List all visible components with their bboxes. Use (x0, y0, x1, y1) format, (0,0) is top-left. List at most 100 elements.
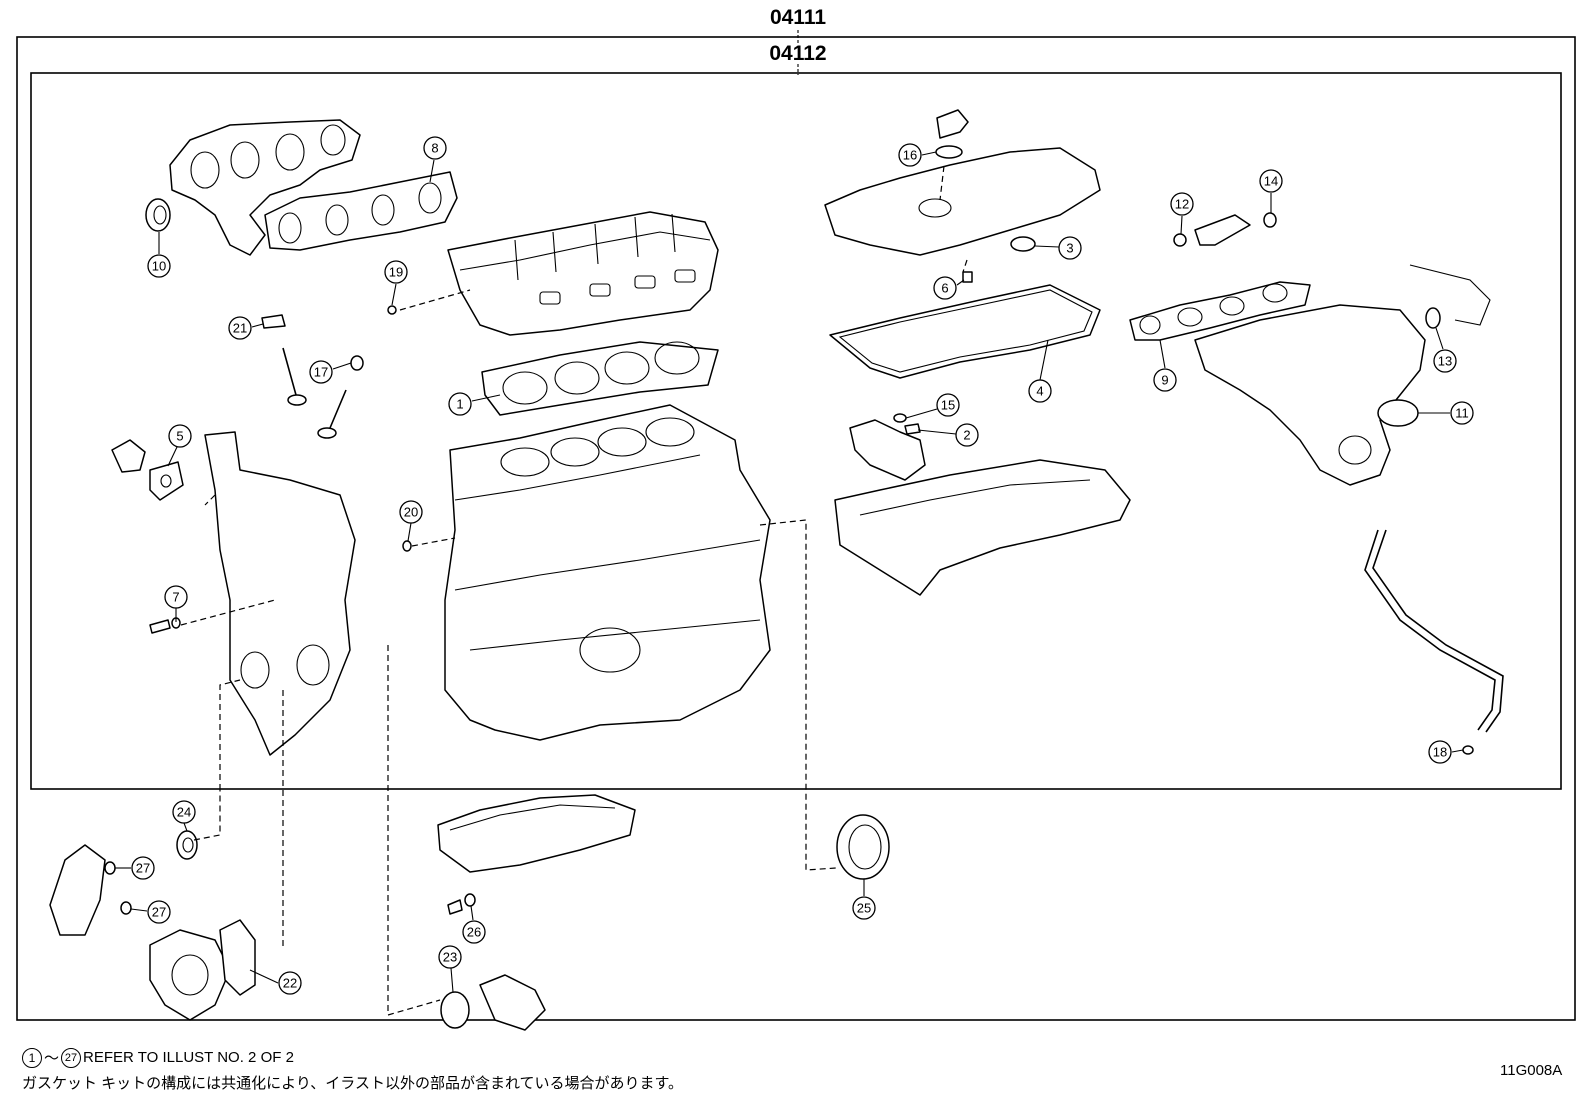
callout-20: 20 (399, 500, 423, 524)
illustration-code: 11G008A (1500, 1062, 1563, 1079)
exhaust-seal-ring (145, 198, 171, 232)
callout-11: 11 (1450, 401, 1474, 425)
gauge-oring-18 (1462, 745, 1474, 755)
svg-text:24: 24 (177, 805, 191, 820)
spark-plug-tube-gasket (1010, 236, 1036, 252)
range-separator: ～ (44, 1050, 60, 1067)
drain-plug-gasket (447, 893, 476, 915)
callout-22: 22 (278, 971, 302, 995)
callout-18: 18 (1428, 740, 1452, 764)
injector-oring-14 (1263, 212, 1277, 228)
oil-level-gauge-guide (1364, 529, 1504, 733)
callout-1: 1 (448, 392, 472, 416)
water-outlet (479, 974, 546, 1031)
svg-text:8: 8 (431, 141, 438, 156)
range-end-badge: 27 (61, 1047, 82, 1068)
water-inlet-gasket (149, 461, 184, 501)
svg-text:16: 16 (903, 148, 917, 163)
callout-16: 16 (898, 143, 922, 167)
intake-manifold-gasket (1129, 281, 1311, 341)
svg-text:10: 10 (152, 259, 166, 274)
callout-27b: 27 (147, 900, 171, 924)
head-oring-19 (387, 305, 397, 315)
japanese-note: ガスケット キットの構成には共通化により、イラスト以外の部品が含まれている場合が… (22, 1075, 684, 1092)
intake-seal-13 (1425, 307, 1441, 329)
callout-leaders (115, 151, 1464, 993)
svg-text:13: 13 (1438, 354, 1452, 369)
callout-24: 24 (172, 800, 196, 824)
callout-13: 13 (1433, 349, 1457, 373)
head-cover-gasket (829, 284, 1101, 379)
svg-text:2: 2 (963, 428, 970, 443)
svg-text:23: 23 (443, 950, 457, 965)
oring-27a (104, 861, 116, 875)
callout-6: 6 (933, 276, 957, 300)
svg-text:4: 4 (1036, 384, 1043, 399)
water-inlet-housing (111, 439, 146, 473)
cylinder-head (447, 211, 719, 336)
callout-4: 4 (1028, 379, 1052, 403)
small-gasket-15 (893, 413, 907, 423)
svg-text:1: 1 (456, 397, 463, 412)
fuel-injector (1194, 214, 1251, 246)
valve-stem-seal (350, 355, 364, 371)
exhaust-manifold-gasket (264, 171, 458, 251)
dashed-leaders (180, 165, 968, 1016)
oil-filler-cap-gasket (935, 145, 963, 159)
cam-cap-part (849, 419, 926, 481)
svg-text:20: 20 (404, 505, 418, 520)
callout-27a: 27 (131, 856, 155, 880)
callout-10: 10 (147, 254, 171, 278)
oil-pump-housing (49, 844, 106, 936)
svg-text:21: 21 (233, 321, 247, 336)
oring-27b (120, 901, 132, 915)
svg-text:3: 3 (1066, 241, 1073, 256)
svg-text:9: 9 (1161, 373, 1168, 388)
svg-text:26: 26 (467, 925, 481, 940)
svg-text:17: 17 (314, 365, 328, 380)
svg-text:27: 27 (136, 861, 150, 876)
oil-filler-cap (936, 109, 969, 139)
kit-number-outer: 04111 (770, 6, 826, 29)
svg-text:15: 15 (941, 398, 955, 413)
svg-text:19: 19 (389, 265, 403, 280)
cylinder-head-gasket (481, 341, 719, 416)
refer-note-text: REFER TO ILLUST NO. 2 OF 2 (83, 1049, 294, 1066)
outer-kit-frame (16, 36, 1576, 1021)
svg-text:25: 25 (857, 901, 871, 916)
callout-19: 19 (384, 260, 408, 284)
svg-text:5: 5 (176, 429, 183, 444)
svg-text:14: 14 (1264, 174, 1278, 189)
rear-oil-seal (836, 814, 890, 880)
svg-text:7: 7 (172, 590, 179, 605)
bolt-with-washer (149, 617, 181, 634)
callout-3: 3 (1058, 236, 1082, 260)
callout-9: 9 (1153, 368, 1177, 392)
callout-17: 17 (309, 360, 333, 384)
callout-21: 21 (228, 316, 252, 340)
oil-pan-oring-23 (440, 991, 470, 1029)
callout-25: 25 (852, 896, 876, 920)
svg-text:12: 12 (1175, 197, 1189, 212)
svg-text:11: 11 (1455, 406, 1469, 421)
callout-12: 12 (1170, 192, 1194, 216)
svg-text:22: 22 (283, 976, 297, 991)
callout-14: 14 (1259, 169, 1283, 193)
callout-26: 26 (462, 920, 486, 944)
kit-number-inner: 04112 (769, 42, 826, 65)
timing-chain-cover (204, 431, 356, 756)
refer-note-line: 1 ～ 27 REFER TO ILLUST NO. 2 OF 2 (22, 1047, 294, 1068)
range-start-badge: 1 (22, 1047, 42, 1068)
water-pump-gasket (219, 919, 256, 996)
block-oring-20 (402, 540, 412, 552)
svg-text:27: 27 (152, 905, 166, 920)
inner-kit-frame (30, 72, 1562, 790)
oil-pan (437, 794, 636, 873)
throttle-body-gasket (1377, 399, 1419, 427)
water-pump (149, 929, 231, 1021)
valve-2 (317, 389, 347, 439)
camshaft-bearing-part (261, 314, 286, 329)
callout-7: 7 (164, 585, 188, 609)
injector-seal-12 (1173, 233, 1187, 247)
